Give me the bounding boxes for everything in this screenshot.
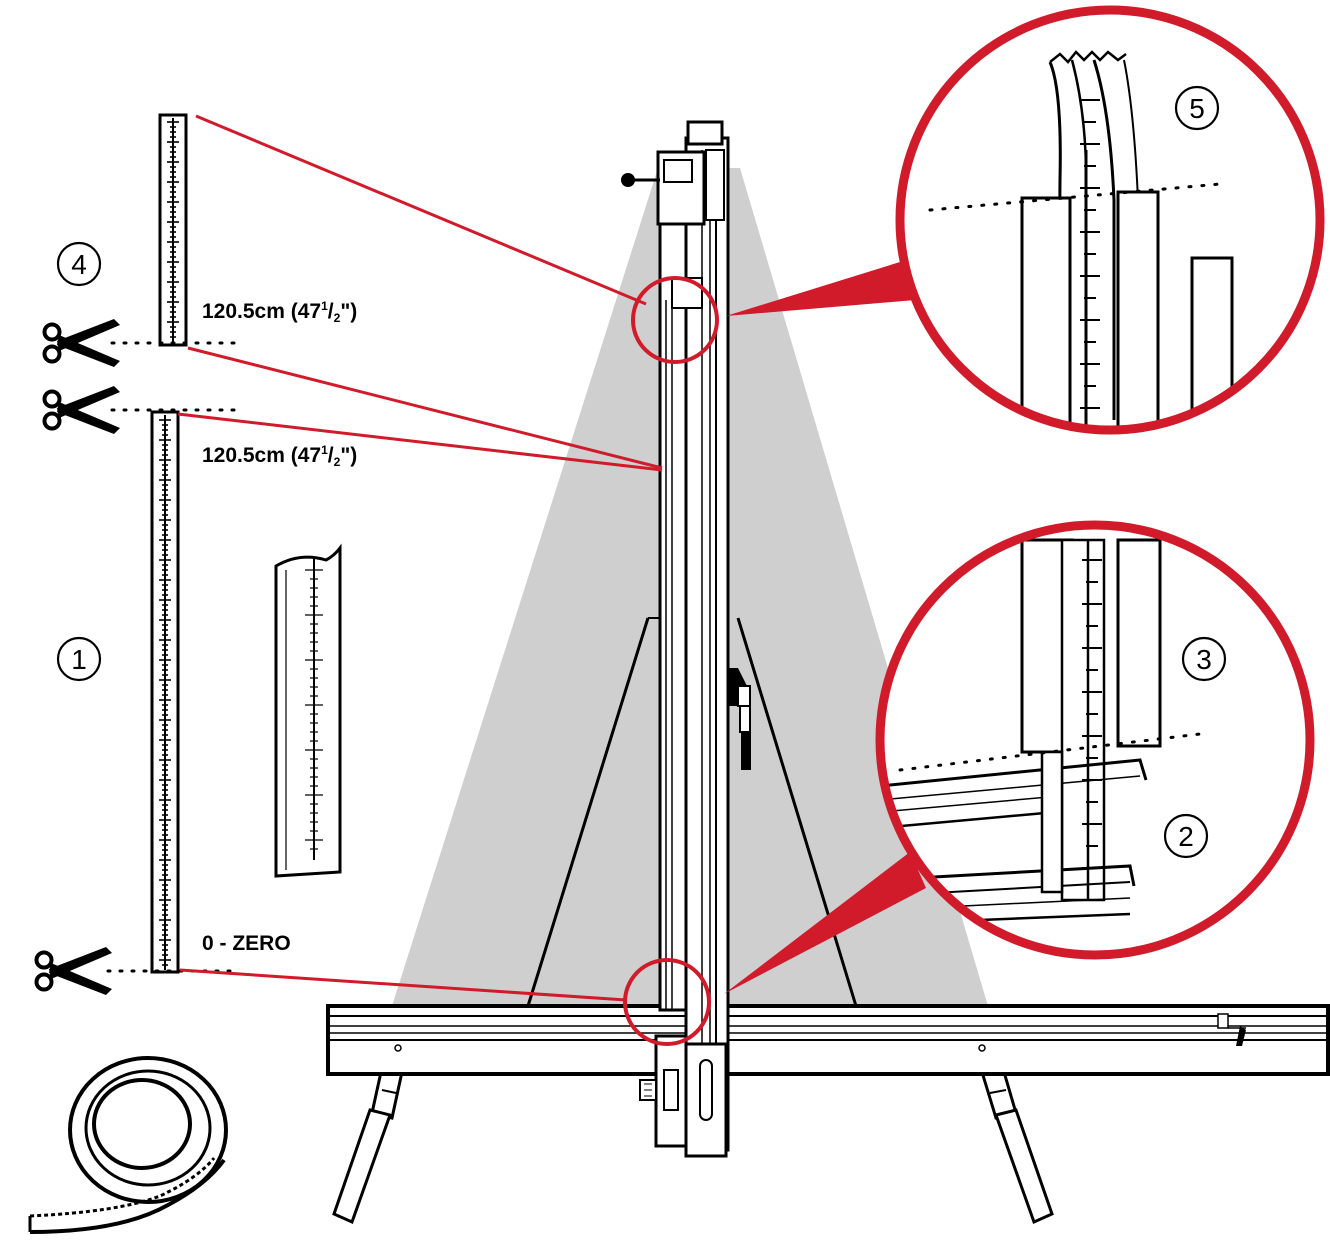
horizontal-base-bar bbox=[326, 1004, 1330, 1076]
callout-lines bbox=[177, 114, 663, 1002]
scissors-icon bbox=[42, 317, 122, 369]
step-marker-3: 3 bbox=[1181, 636, 1227, 682]
tape-strip-upper bbox=[158, 113, 188, 347]
wall-cutter-machine bbox=[326, 120, 1330, 1225]
step-marker-2: 2 bbox=[1163, 813, 1209, 859]
lower-strip-length-label: 120.5cm (471/2") bbox=[202, 443, 357, 469]
upper-strip-length-label: 120.5cm (471/2") bbox=[202, 299, 357, 325]
callout-small-circle-bottom bbox=[623, 958, 711, 1046]
step-number-4: 4 bbox=[71, 249, 87, 280]
tape-strip-lower bbox=[150, 410, 180, 974]
zero-label: 0 - ZERO bbox=[202, 932, 291, 955]
cutting-head-handle bbox=[728, 668, 751, 770]
left-leg bbox=[332, 1070, 404, 1225]
step-marker-5: 5 bbox=[1174, 85, 1220, 131]
scissors-icon bbox=[42, 384, 122, 436]
step-number-2: 2 bbox=[1178, 821, 1194, 852]
callout-connector-bottom bbox=[724, 852, 926, 994]
bottom-rail-clamp bbox=[639, 1034, 728, 1158]
step-marker-1: 1 bbox=[56, 636, 102, 682]
tape-strip-lower-ticks bbox=[159, 419, 171, 966]
vertical-cutting-rail bbox=[621, 120, 751, 1158]
callout-small-circle-top bbox=[631, 276, 719, 364]
zoom-detail-bottom bbox=[875, 520, 1315, 960]
step-marker-4: 4 bbox=[56, 241, 102, 287]
tape-strip-icon bbox=[274, 543, 342, 878]
numbered-circle-icon bbox=[1181, 636, 1227, 682]
zoom-detail-top bbox=[895, 5, 1325, 435]
step-number-3: 3 bbox=[1196, 644, 1212, 675]
callout-connector-top bbox=[726, 262, 915, 316]
numbered-circle-icon bbox=[56, 636, 102, 682]
numbered-circle-icon bbox=[1163, 813, 1209, 859]
tape-roll-icon bbox=[28, 1056, 228, 1234]
step-number-5: 5 bbox=[1189, 93, 1205, 124]
numbered-circle-icon bbox=[1174, 85, 1220, 131]
step-number-1: 1 bbox=[71, 644, 87, 675]
tape-strip-short-ticks bbox=[305, 569, 323, 850]
inner-support-left bbox=[526, 617, 650, 1007]
scissors-icon bbox=[34, 945, 114, 997]
numbered-circle-icon bbox=[56, 241, 102, 287]
tape-strip-upper-ticks bbox=[167, 121, 179, 338]
right-leg bbox=[979, 1070, 1054, 1225]
inner-support-right bbox=[736, 617, 858, 1007]
